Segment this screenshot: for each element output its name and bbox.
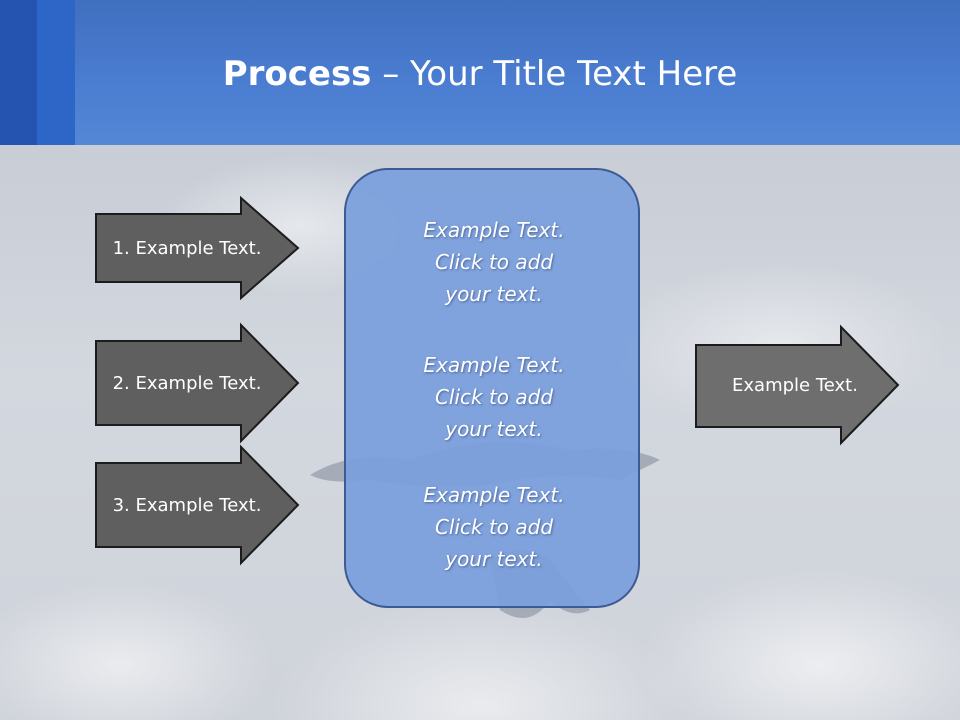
process-arrow-1-label: 1. Example Text. [112, 237, 262, 259]
title-bold: Process [222, 54, 372, 94]
right-arrow-shape [695, 324, 900, 446]
process-arrow-3[interactable]: 3. Example Text. [95, 444, 300, 566]
right-arrow-shape [95, 322, 300, 444]
center-block-2: Example Text. Click to add your text. [346, 349, 642, 445]
title-rest: – Your Title Text Here [371, 54, 738, 94]
center-block-3-line-3: your text. [445, 547, 543, 571]
center-block-3-line-2: Click to add [434, 515, 554, 539]
center-block-2-line-1: Example Text. [423, 353, 565, 377]
process-arrow-3-label: 3. Example Text. [112, 494, 262, 516]
slide-header: Process – Your Title Text Here [0, 0, 960, 145]
right-arrow-shape [95, 444, 300, 566]
process-arrow-1[interactable]: 1. Example Text. [95, 195, 300, 301]
slide-title[interactable]: Process – Your Title Text Here [0, 52, 960, 96]
result-arrow-label: Example Text. [732, 374, 858, 396]
center-block-3-line-1: Example Text. [423, 483, 565, 507]
center-block-2-line-2: Click to add [434, 385, 554, 409]
center-block-1-line-3: your text. [445, 282, 543, 306]
header-accent-dark [0, 0, 37, 145]
header-accent-mid [37, 0, 75, 145]
center-block-1-line-1: Example Text. [423, 218, 565, 242]
center-block-1: Example Text. Click to add your text. [346, 214, 642, 310]
right-arrow-shape [95, 195, 300, 301]
center-block-1-line-2: Click to add [434, 250, 554, 274]
result-arrow[interactable]: Example Text. [695, 324, 900, 446]
center-block-3: Example Text. Click to add your text. [346, 479, 642, 575]
process-arrow-2-label: 2. Example Text. [112, 372, 262, 394]
center-block-2-line-3: your text. [445, 417, 543, 441]
center-text-box[interactable]: Example Text. Click to add your text. Ex… [344, 168, 640, 608]
process-arrow-2[interactable]: 2. Example Text. [95, 322, 300, 444]
